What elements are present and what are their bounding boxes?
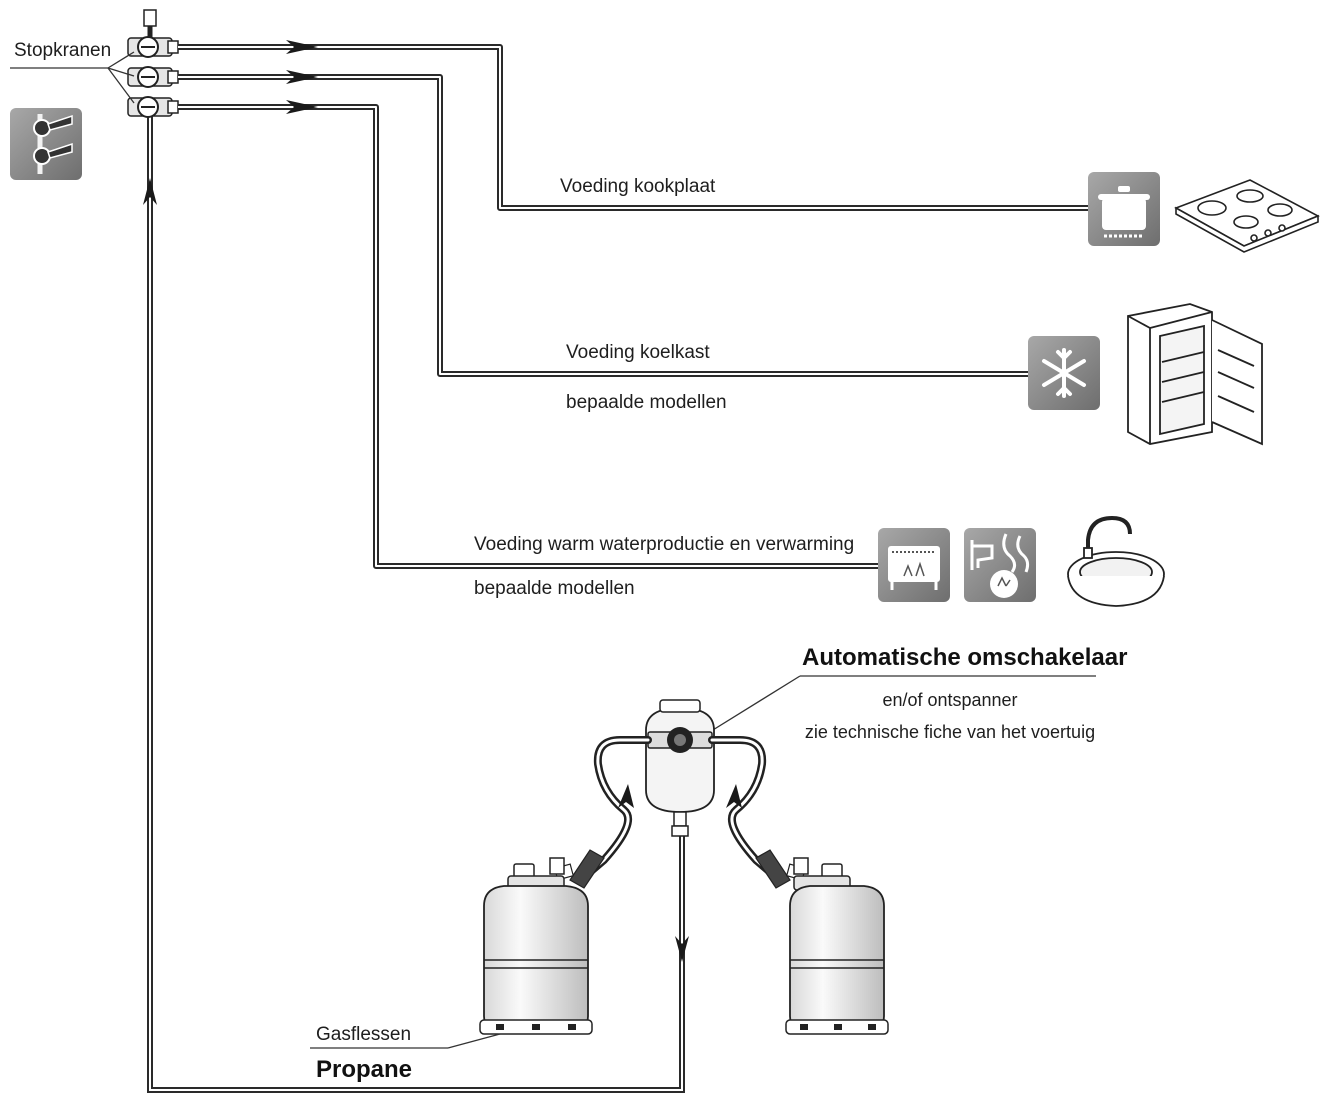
gas-bottle-icon bbox=[479, 857, 889, 1035]
branch-pipe-koelkast bbox=[178, 74, 1030, 377]
regulator-icon bbox=[645, 699, 715, 837]
gas-bottle-right bbox=[785, 857, 889, 1035]
omschakelaar-title: Automatische omschakelaar bbox=[802, 644, 1128, 671]
omschakelaar-line1: en/of ontspanner bbox=[882, 690, 1018, 710]
gas-bottle-left bbox=[479, 857, 593, 1035]
valve-1 bbox=[127, 36, 179, 58]
stopcock-valves-icon bbox=[10, 108, 82, 180]
branch-pipe-kookplaat bbox=[178, 44, 1090, 211]
koelkast-label: Voeding koelkast bbox=[566, 342, 710, 363]
warmwater-note: bepaalde modellen bbox=[474, 578, 635, 599]
hose-arrow-right bbox=[726, 784, 742, 808]
hose-arrow-left bbox=[618, 784, 634, 808]
koelkast-note: bepaalde modellen bbox=[566, 392, 727, 413]
gasflessen-leader bbox=[310, 1033, 501, 1049]
snowflake-icon bbox=[1028, 336, 1100, 410]
branch-arrows bbox=[286, 40, 318, 114]
refrigerator-icon bbox=[1127, 303, 1263, 446]
hose-right bbox=[708, 736, 774, 876]
valve-2 bbox=[127, 66, 179, 88]
omschakelaar-line2: zie technische fiche van het voertuig bbox=[804, 722, 1096, 742]
kookplaat-label: Voeding kookplaat bbox=[560, 176, 716, 197]
gas-hob-icon bbox=[1174, 179, 1320, 253]
heater-icon bbox=[878, 528, 950, 602]
omschakelaar-leader bbox=[699, 675, 1096, 739]
warmwater-label: Voeding warm waterproductie en verwarmin… bbox=[474, 534, 855, 555]
valve-3 bbox=[127, 96, 179, 118]
cooking-pot-icon bbox=[1088, 172, 1160, 246]
branch-pipe-warmwater bbox=[178, 104, 880, 569]
stopkranen-valves bbox=[127, 9, 179, 118]
hose-left bbox=[586, 736, 652, 876]
water-heater-icon bbox=[964, 528, 1036, 602]
main-supply-pipe bbox=[147, 110, 685, 1093]
sink-icon bbox=[1067, 515, 1165, 607]
propane-label: Propane bbox=[316, 1056, 413, 1083]
flow-arrow-up bbox=[143, 178, 157, 205]
gasflessen-label: Gasflessen bbox=[316, 1024, 412, 1045]
flow-arrow-down bbox=[675, 936, 689, 962]
stopkranen-label: Stopkranen bbox=[14, 40, 112, 61]
stopkranen-leader bbox=[10, 51, 135, 104]
